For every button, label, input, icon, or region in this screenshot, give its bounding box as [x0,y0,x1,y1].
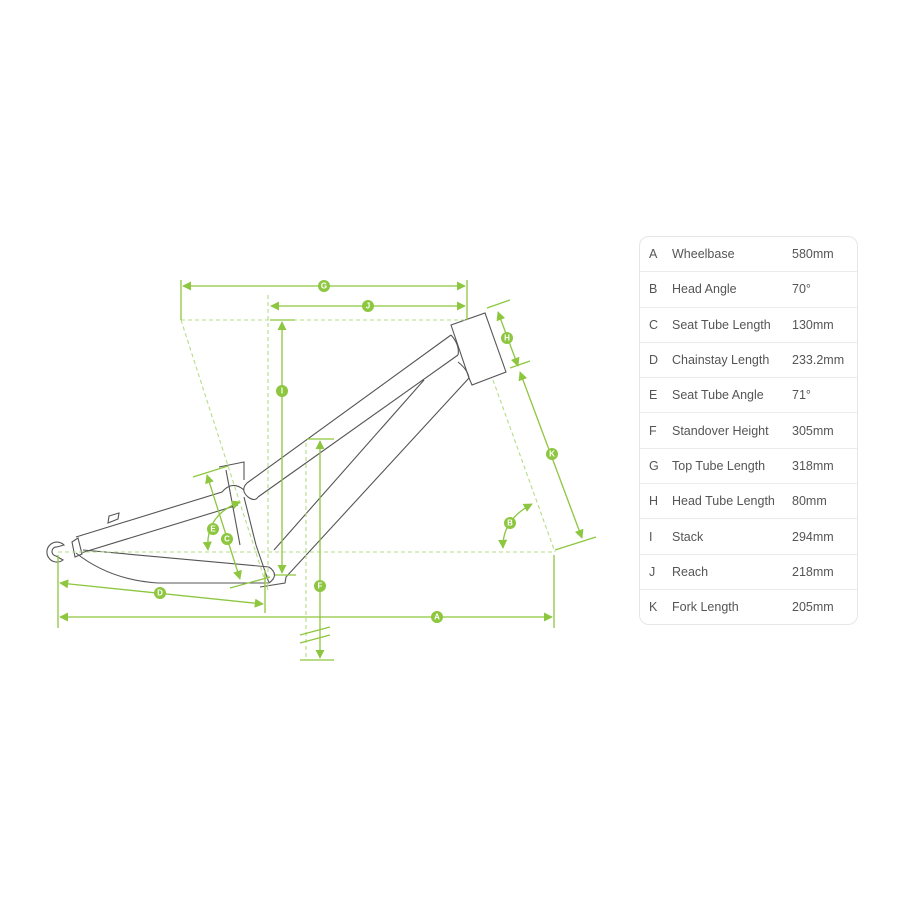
dimension-label-e: E [207,523,219,535]
label-badge [504,517,516,529]
frame-geometry-diagram: A B C D E F G H I J K [46,280,597,661]
dimension-label-h: H [501,332,513,344]
spec-value: 70° [792,282,811,297]
label-letter: I [281,387,283,396]
label-badge [318,280,330,292]
spec-key: K [649,600,658,615]
label-letter: A [434,613,440,622]
spec-value: 233.2mm [792,353,845,368]
spec-name: Seat Tube Length [672,317,771,332]
label-letter: K [549,450,555,459]
spec-name: Head Tube Length [672,494,775,509]
spec-row-e: E Seat Tube Angle 71° [640,378,857,414]
spec-row-h: H Head Tube Length 80mm [640,484,857,520]
spec-row-c: C Seat Tube Length 130mm [640,308,857,343]
spec-row-g: G Top Tube Length 318mm [640,449,857,485]
spec-key: F [649,423,657,438]
dimension-labels: A B C D E F G H I J K [154,280,558,623]
spec-row-a: A Wheelbase 580mm [640,237,857,273]
label-badge [221,533,233,545]
label-letter: G [321,282,327,291]
label-badge [207,523,219,535]
spec-row-k: K Fork Length 205mm [640,590,857,624]
spec-row-j: J Reach 218mm [640,555,857,590]
spec-name: Reach [672,564,709,579]
label-badge [276,385,288,397]
label-badge [431,611,443,623]
label-badge [314,580,326,592]
label-letter: J [366,302,370,311]
spec-key: E [649,388,658,403]
label-letter: D [157,589,163,598]
spec-row-d: D Chainstay Length 233.2mm [640,343,857,379]
dimension-label-k: K [546,448,558,460]
label-letter: C [224,535,230,544]
spec-key: J [649,564,656,579]
spec-value: 71° [792,388,811,403]
label-letter: H [504,334,510,343]
spec-row-b: B Head Angle 70° [640,272,857,308]
label-badge [546,448,558,460]
label-letter: F [318,582,323,591]
spec-row-f: F Standover Height 305mm [640,413,857,449]
spec-name: Wheelbase [672,247,735,262]
spec-row-i: I Stack 294mm [640,519,857,555]
dimension-label-j: J [362,300,374,312]
spec-key: C [649,317,659,332]
spec-name: Standover Height [672,423,769,438]
spec-value: 318mm [792,458,834,473]
spec-key: I [649,529,653,544]
spec-value: 305mm [792,423,834,438]
label-letter: B [507,519,513,528]
spec-value: 205mm [792,600,834,615]
spec-value: 80mm [792,494,827,509]
spec-value: 294mm [792,529,834,544]
spec-value: 130mm [792,317,834,332]
spec-key: D [649,353,659,368]
spec-key: H [649,494,659,509]
spec-key: B [649,282,658,297]
spec-name: Fork Length [672,600,739,615]
bike-frame [46,312,507,588]
label-badge [154,587,166,599]
spec-value: 218mm [792,564,834,579]
spec-name: Stack [672,529,704,544]
dimension-label-a: A [431,611,443,623]
spec-name: Top Tube Length [672,458,766,473]
spec-name: Seat Tube Angle [672,388,764,403]
label-badge [362,300,374,312]
dimension-label-c: C [221,533,233,545]
dimension-label-g: G [318,280,330,292]
label-letter: E [210,525,216,534]
dimension-lines [57,280,597,661]
spec-value: 580mm [792,247,834,262]
dimension-label-f: F [314,580,326,592]
spec-name: Head Angle [672,282,737,297]
dimension-label-b: B [504,517,516,529]
dimension-label-d: D [154,587,166,599]
spec-name: Chainstay Length [672,353,770,368]
spec-key: G [649,458,659,473]
dimension-label-i: I [276,385,288,397]
label-badge [501,332,513,344]
spec-key: A [649,247,658,262]
